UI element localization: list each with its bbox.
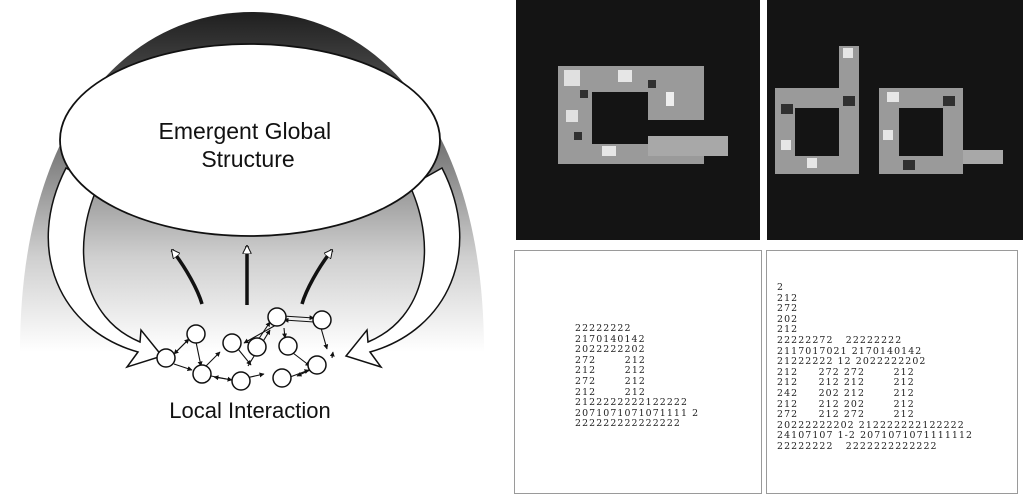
feedback-arrow-right xyxy=(344,166,461,369)
agent-nodes xyxy=(156,307,332,391)
local-interaction-label: Local Interaction xyxy=(169,398,331,423)
feedback-arrow-left xyxy=(47,166,164,369)
global-structure-label: Emergent Global Structure xyxy=(159,118,338,172)
ca-panel-bottom-left: 22222222 2170140142 2022222202 272 212 2… xyxy=(514,250,762,494)
ca-state-grid-double: 2 212 272 202 212 22222272 22222222 2117… xyxy=(777,282,974,452)
ca-loop-image-single xyxy=(558,66,728,164)
emergence-arrow-right xyxy=(300,250,334,305)
emergence-diagram: Emergent Global Structure xyxy=(20,12,484,391)
interaction-links xyxy=(173,315,335,382)
global-structure-ellipse xyxy=(59,43,441,237)
ca-loop-image-double xyxy=(775,46,1003,174)
ca-panel-top-right xyxy=(767,0,1023,240)
emergence-arrow-left xyxy=(170,250,204,305)
ca-panel-bottom-right: 2 212 272 202 212 22222272 22222222 2117… xyxy=(766,250,1018,494)
ca-panel-top-left xyxy=(516,0,760,240)
ca-state-grid-single: 22222222 2170140142 2022222202 272 212 2… xyxy=(575,323,700,430)
